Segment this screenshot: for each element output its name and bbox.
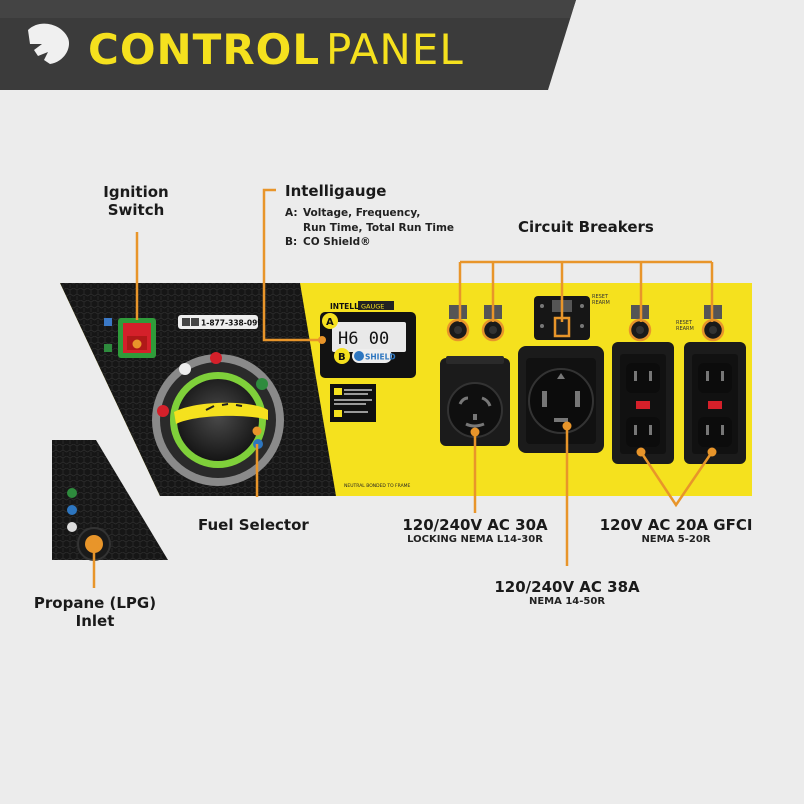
intelligauge-display: INTELLI GAUGE H6 00 A B SHIELD	[320, 300, 416, 378]
outlet-14-50r[interactable]	[518, 346, 604, 453]
brand-logo-icon	[28, 23, 70, 64]
label-propane-inlet: Propane (LPG) Inlet	[33, 594, 157, 630]
marker-a: A	[326, 317, 334, 328]
leader-lines	[92, 188, 714, 588]
neutral-bonded-note: NEUTRAL BONDED TO FRAME	[344, 483, 411, 489]
svg-text:GAUGE: GAUGE	[361, 303, 384, 311]
header-banner	[0, 0, 576, 90]
outlet-5-20r-left[interactable]	[612, 342, 674, 464]
ignition-indicator-icons	[104, 318, 112, 352]
reset-label-2: REARM	[592, 300, 610, 306]
breaker-30a-left[interactable]	[446, 305, 470, 342]
outlet-5-20r-right[interactable]	[684, 342, 746, 464]
intelligauge-legend: A:Voltage, Frequency, Run Time, Total Ru…	[285, 207, 455, 248]
reset-label-1: RESET	[592, 294, 609, 300]
label-outlet-gfci: 120V AC 20A GFCI NEMA 5-20R	[599, 516, 753, 545]
breaker-30a-right[interactable]	[481, 305, 505, 342]
label-ignition-switch: Ignition Switch	[103, 183, 169, 219]
marker-b: B	[338, 352, 346, 363]
ignition-switch[interactable]	[118, 318, 156, 358]
propane-panel	[52, 440, 168, 560]
label-fuel-selector: Fuel Selector	[198, 516, 309, 534]
outlet-l14-30r[interactable]	[440, 356, 510, 446]
leader-dots	[89, 336, 717, 550]
reset-label-4: REARM	[676, 326, 694, 332]
co-shield-badge: SHIELD	[365, 353, 396, 362]
intelligauge-reading: H6 00	[338, 329, 389, 349]
support-phone: 1-877-338-0999	[178, 315, 268, 329]
warning-label	[330, 384, 376, 422]
fuel-selector-knob[interactable]	[152, 354, 284, 486]
header-title-bold: CONTROL	[88, 25, 320, 74]
label-circuit-breakers: Circuit Breakers	[518, 218, 654, 236]
svg-text:INTELLI: INTELLI	[330, 302, 362, 311]
reset-label-3: RESET	[676, 320, 693, 326]
label-intelligauge: Intelligauge	[285, 182, 387, 200]
label-outlet-30a: 120/240V AC 30A LOCKING NEMA L14-30R	[402, 516, 548, 545]
header-title-light: PANEL	[326, 25, 464, 74]
label-outlet-38a: 120/240V AC 38A NEMA 14-50R	[494, 578, 640, 607]
svg-text:1-877-338-0999: 1-877-338-0999	[201, 319, 268, 328]
